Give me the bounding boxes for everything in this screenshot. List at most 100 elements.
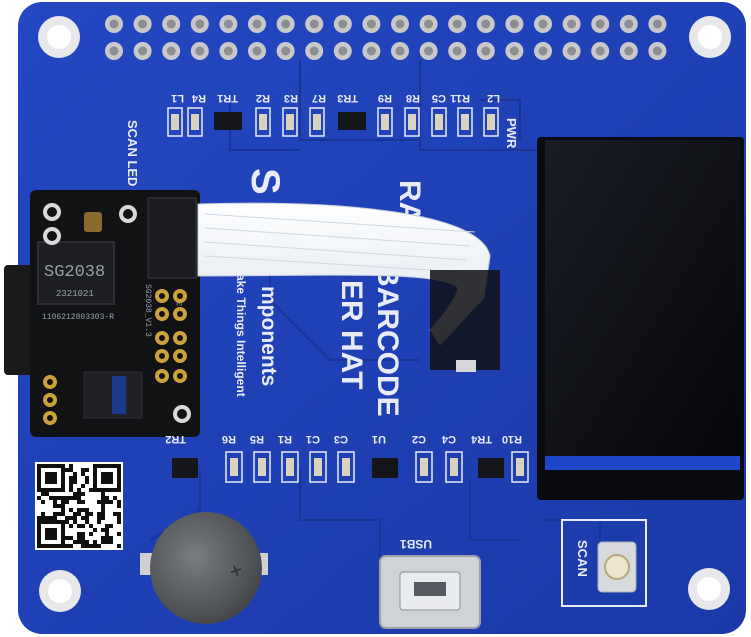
qr-module bbox=[101, 516, 105, 520]
smd-part bbox=[191, 114, 199, 130]
component-outline bbox=[457, 107, 473, 137]
component-outline bbox=[309, 451, 327, 483]
component-outline bbox=[253, 451, 271, 483]
qr-module bbox=[65, 520, 69, 524]
qr-module bbox=[37, 544, 41, 548]
pad-hole bbox=[159, 311, 165, 317]
qr-module bbox=[65, 496, 69, 500]
scan-led-label: SCAN LED bbox=[125, 120, 140, 186]
qr-module bbox=[61, 524, 65, 528]
qr-module bbox=[53, 504, 57, 508]
bottom-label-tr4: TR4 bbox=[470, 433, 492, 445]
header-pin-hole bbox=[481, 46, 491, 56]
qr-module bbox=[101, 508, 105, 512]
smd-part bbox=[314, 458, 322, 476]
qr-module bbox=[61, 484, 65, 488]
qr-module bbox=[53, 532, 57, 536]
qr-module bbox=[93, 528, 97, 532]
qr-module bbox=[105, 480, 109, 484]
ic-part bbox=[478, 458, 504, 478]
top-label-l1: L1 bbox=[171, 92, 184, 104]
qr-module bbox=[49, 472, 53, 476]
header-pin-hole bbox=[424, 19, 434, 29]
transistor bbox=[214, 112, 242, 130]
header-pin-hole bbox=[109, 46, 119, 56]
qr-module bbox=[45, 492, 49, 496]
qr-module bbox=[53, 528, 57, 532]
qr-module bbox=[117, 504, 121, 508]
qr-module bbox=[37, 464, 41, 468]
qr-module bbox=[53, 480, 57, 484]
module-mount-hole-center bbox=[177, 409, 187, 419]
qr-module bbox=[117, 512, 121, 516]
usb-connector: USB1 bbox=[379, 537, 481, 629]
qr-module bbox=[61, 500, 65, 504]
qr-module bbox=[53, 536, 57, 540]
smd-part bbox=[230, 458, 238, 476]
qr-module bbox=[45, 516, 49, 520]
qr-module bbox=[73, 480, 77, 484]
scan-button[interactable] bbox=[604, 554, 630, 580]
qr-module bbox=[101, 480, 105, 484]
top-label-l2: L2 bbox=[487, 92, 500, 104]
qr-module bbox=[77, 512, 81, 516]
module-mount-hole-center bbox=[123, 209, 133, 219]
qr-module bbox=[61, 540, 65, 544]
qr-module bbox=[37, 476, 41, 480]
qr-module bbox=[49, 480, 53, 484]
qr-module bbox=[77, 500, 81, 504]
brand-tagline: ake Things Intelligent bbox=[234, 274, 248, 397]
qr-module bbox=[93, 544, 97, 548]
smd-part bbox=[461, 114, 469, 130]
pwr-label: PWR bbox=[504, 118, 519, 149]
qr-module bbox=[97, 544, 101, 548]
header-pin-hole bbox=[166, 19, 176, 29]
smd-part bbox=[258, 458, 266, 476]
qr-module bbox=[45, 476, 49, 480]
qr-module bbox=[45, 528, 49, 532]
component-outline bbox=[167, 107, 183, 137]
qr-module bbox=[113, 488, 117, 492]
qr-module bbox=[77, 536, 81, 540]
qr-module bbox=[57, 488, 61, 492]
qr-module bbox=[73, 516, 77, 520]
transistor bbox=[338, 112, 366, 130]
bottom-label-r10: R10 bbox=[502, 433, 522, 445]
pad-hole bbox=[47, 397, 53, 403]
smd-part bbox=[408, 114, 416, 130]
qr-module bbox=[61, 464, 65, 468]
header-pin-hole bbox=[452, 19, 462, 29]
qr-code bbox=[35, 462, 123, 550]
header-pin-hole bbox=[652, 19, 662, 29]
module-mount-hole-center bbox=[47, 207, 57, 217]
header-pin-hole bbox=[223, 46, 233, 56]
qr-module bbox=[93, 540, 97, 544]
qr-module bbox=[81, 516, 85, 520]
qr-module bbox=[117, 464, 121, 468]
bottom-label-r5: R5 bbox=[250, 433, 264, 445]
qr-module bbox=[53, 500, 57, 504]
qr-module bbox=[53, 496, 57, 500]
qr-module bbox=[77, 496, 81, 500]
header-pin-hole bbox=[424, 46, 434, 56]
qr-module bbox=[57, 464, 61, 468]
qr-module bbox=[73, 520, 77, 524]
qr-module bbox=[109, 536, 113, 540]
bottom-smd-components bbox=[172, 451, 529, 483]
top-label-c5: C5 bbox=[432, 92, 446, 104]
qr-module bbox=[37, 540, 41, 544]
qr-module bbox=[105, 472, 109, 476]
qr-module bbox=[41, 512, 45, 516]
qr-module bbox=[61, 532, 65, 536]
qr-module bbox=[57, 512, 61, 516]
qr-module bbox=[37, 532, 41, 536]
smd-part bbox=[487, 114, 495, 130]
top-label-r8: R8 bbox=[406, 92, 420, 104]
pad-hole bbox=[47, 379, 53, 385]
qr-module bbox=[65, 516, 69, 520]
qr-module bbox=[69, 464, 73, 468]
top-label-tr1: TR1 bbox=[217, 92, 238, 104]
header-pin-hole bbox=[567, 46, 577, 56]
brand-word: mponents bbox=[257, 286, 280, 386]
